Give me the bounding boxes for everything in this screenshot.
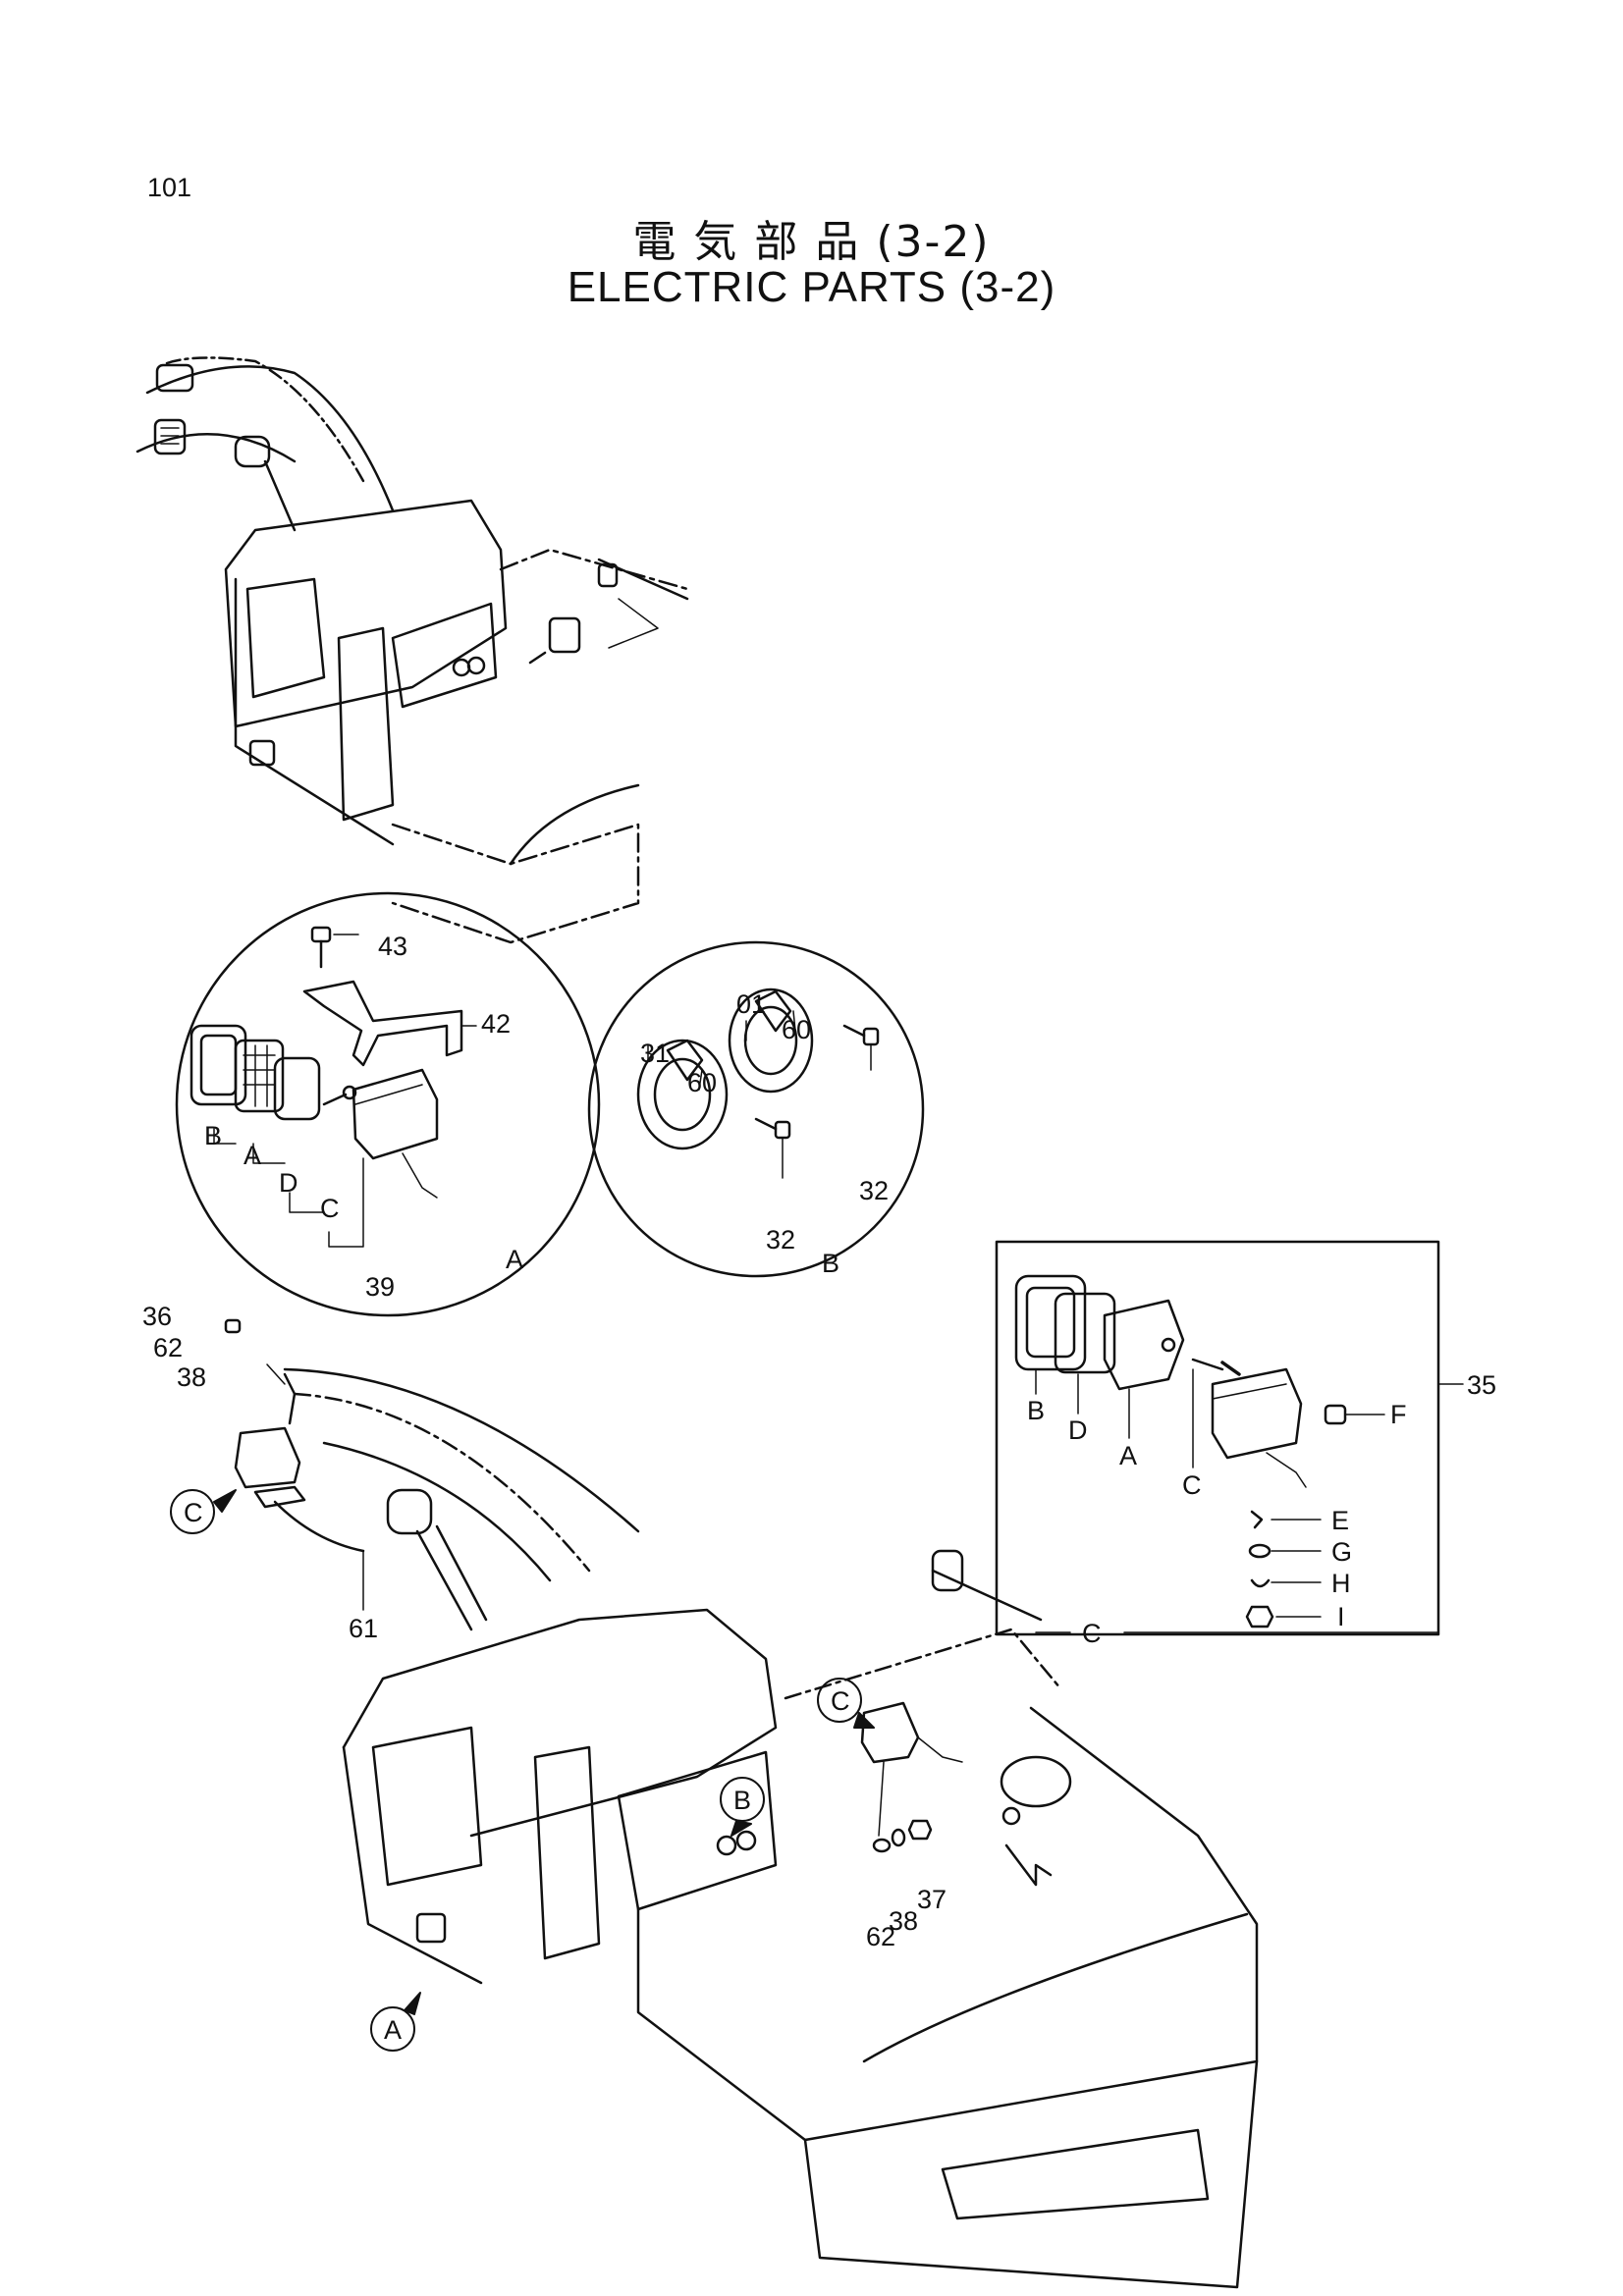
label-c-g: G [1331, 1537, 1352, 1567]
label-60a: 60 [782, 1015, 811, 1044]
label-c-h: H [1331, 1569, 1351, 1598]
label-60b: 60 [687, 1068, 717, 1097]
callout-circles [170, 1489, 875, 2052]
label-43: 43 [378, 932, 407, 961]
title-english: ELECTRIC PARTS (3-2) [567, 263, 1056, 311]
labels: 43 42 B A D C 39 A 01 60 31 60 32 32 B 3… [142, 932, 1496, 2045]
label-42: 42 [481, 1009, 511, 1039]
label-39: 39 [365, 1272, 395, 1302]
callout-a-main: A [384, 2015, 402, 2045]
callout-c-left: C [184, 1498, 203, 1527]
label-37: 37 [917, 1885, 947, 1914]
label-a-a: A [243, 1141, 261, 1170]
label-01: 01 [736, 989, 766, 1019]
detail-c [995, 1240, 1464, 1636]
detail-b [587, 940, 925, 1278]
label-c-a: A [1119, 1441, 1137, 1470]
title-japanese: 電 気 部 品 (3-2) [632, 217, 991, 267]
label-62: 62 [153, 1333, 183, 1362]
label-61: 61 [349, 1614, 378, 1643]
label-38: 38 [177, 1362, 206, 1392]
label-a-d: D [279, 1168, 298, 1198]
page-number: 101 [147, 173, 192, 202]
label-a-c: C [320, 1194, 340, 1223]
callout-b-main: B [733, 1786, 751, 1815]
label-c-b: B [1027, 1396, 1045, 1425]
label-c-c: C [1182, 1470, 1202, 1500]
detail-a [175, 891, 601, 1317]
callout-a-detail: A [506, 1245, 523, 1274]
label-38b: 38 [889, 1906, 918, 1936]
main-excavator-view [224, 1318, 1259, 2289]
label-62b: 62 [866, 1922, 895, 1951]
top-excavator-view [135, 356, 689, 944]
label-c-i: I [1337, 1602, 1345, 1631]
label-35: 35 [1467, 1370, 1496, 1400]
callout-c-right: C [831, 1686, 850, 1716]
label-36: 36 [142, 1302, 172, 1331]
label-c-e: E [1331, 1506, 1349, 1535]
callout-c-detail: C [1082, 1619, 1102, 1648]
callout-b-detail: B [822, 1249, 839, 1278]
label-32b: 32 [766, 1225, 795, 1255]
label-a-b: B [204, 1121, 222, 1150]
label-31: 31 [640, 1039, 670, 1068]
label-c-d: D [1068, 1415, 1088, 1445]
label-c-f: F [1390, 1400, 1407, 1429]
label-32a: 32 [859, 1176, 889, 1205]
